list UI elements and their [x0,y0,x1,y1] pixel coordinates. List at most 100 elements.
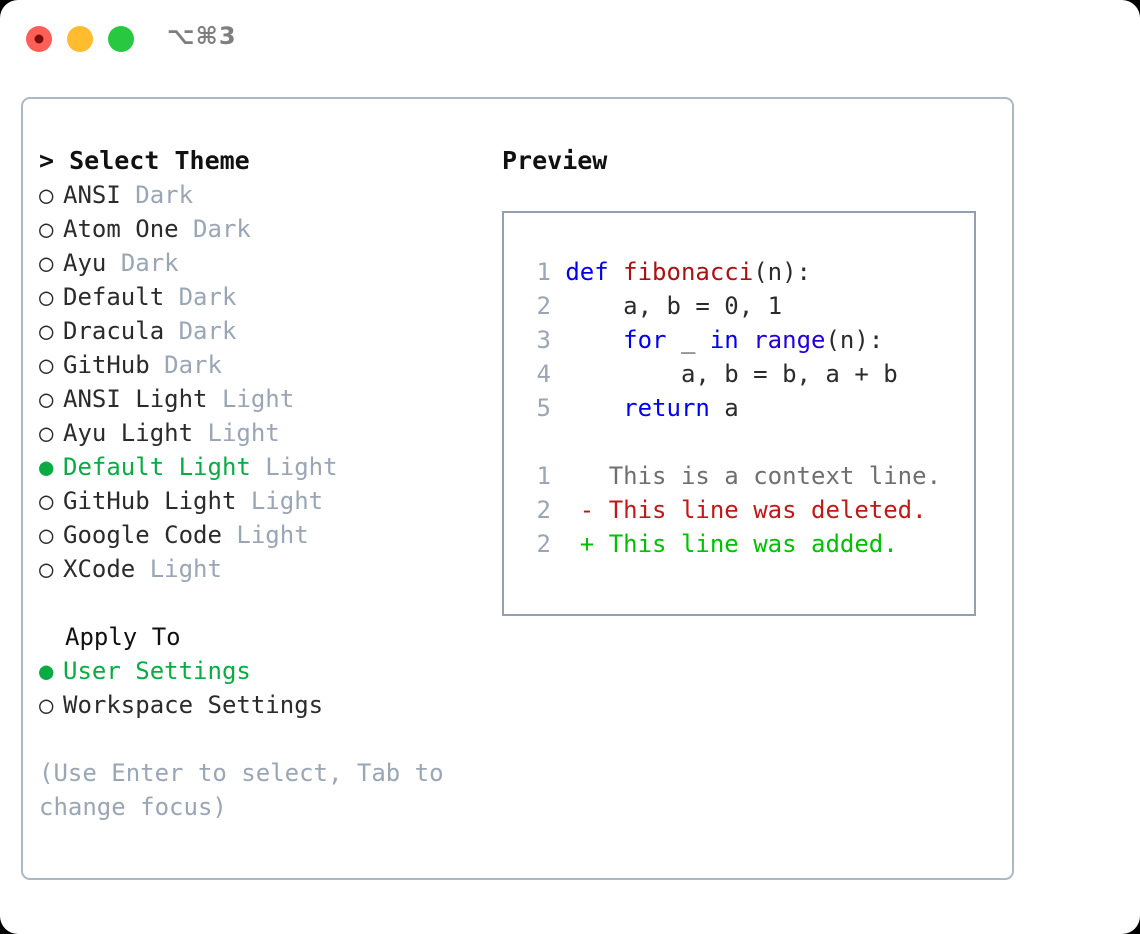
gutter-gap [551,394,565,422]
theme-option-tag: Dark [164,351,222,379]
code-token: a, b = b, a + b [565,360,898,388]
theme-option-label: Ayu [63,249,107,277]
theme-option-tag: Dark [178,317,237,345]
code-line-number: 2 [536,292,551,320]
label-tag-separator [164,317,178,345]
theme-option-label: Ayu Light [63,419,194,447]
code-diff-gap [522,425,974,459]
code-token: fibonacci [623,258,754,286]
apply-to-option-label: User Settings [63,657,251,685]
diff-line: 2 - This line was deleted. [522,493,974,527]
apply-to-list: ● User Settings ○Workspace Settings [39,654,489,722]
theme-option-google-code[interactable]: ○Google Code Light [39,518,489,552]
code-token: in [709,326,739,354]
theme-option-tag: Dark [193,215,251,243]
radio-unselected-icon: ○ [39,283,54,311]
code-token: a [709,394,739,422]
theme-option-label: GitHub [63,351,150,379]
theme-option-tag: Light [221,385,295,413]
label-tag-separator [135,555,149,583]
code-line: 5 return a [522,391,974,425]
theme-option-tag: Light [207,419,280,447]
code-line-number: 3 [536,326,551,354]
diff-text: This is a context line. [594,462,942,490]
theme-option-ayu-light[interactable]: ○Ayu Light Light [39,416,489,450]
theme-option-github[interactable]: ○GitHub Dark [39,348,489,382]
theme-option-tag: Light [149,555,222,583]
diff-marker: + [579,530,595,558]
code-token: def [565,258,624,286]
code-token: (n): [825,326,884,354]
theme-option-dracula[interactable]: ○ Dracula Dark [39,314,489,348]
apply-to-option-label: Workspace Settings [63,691,324,719]
theme-option-label: Default [63,283,165,311]
theme-option-tag: Light [236,521,309,549]
hint-line-1: (Use Enter to select, Tab to [39,759,444,787]
label-tag-separator [193,419,207,447]
diff-line: 2 + This line was added. [522,527,974,561]
code-line-number: 1 [536,258,551,286]
label-tag-separator [164,283,178,311]
theme-option-xcode[interactable]: ○XCode Light [39,552,489,586]
gutter-gap [551,462,580,490]
apply-to-option-workspace-settings[interactable]: ○Workspace Settings [39,688,489,722]
theme-option-ayu[interactable]: ○Ayu Dark [39,246,489,280]
gutter-gap [551,360,565,388]
theme-option-tag: Dark [120,249,179,277]
maximize-button[interactable] [108,26,134,52]
theme-option-label: ANSI Light [63,385,208,413]
apply-to-option-user-settings[interactable]: ● User Settings [39,654,489,688]
label-tag-separator [208,385,222,413]
diff-line: 1 This is a context line. [522,459,974,493]
gutter-gap [551,326,565,354]
code-token: return [623,394,710,422]
title-bar: ⌥⌘3 [0,0,1140,78]
window-shortcut-label: ⌥⌘3 [167,22,237,50]
theme-option-tag: Dark [135,181,194,209]
code-token: range [753,326,826,354]
close-button[interactable] [26,26,52,52]
theme-option-tag: Light [265,453,338,481]
radio-unselected-icon: ○ [39,317,54,345]
theme-option-ansi-light[interactable]: ○ANSI Light Light [39,382,489,416]
theme-option-github-light[interactable]: ○GitHub Light Light [39,484,489,518]
code-token [739,326,753,354]
select-theme-heading: > Select Theme [39,146,250,175]
label-tag-separator [121,181,135,209]
gutter-gap [551,292,565,320]
diff-sample: 1 This is a context line.2 - This line w… [522,459,974,561]
theme-picker-column: > Select Theme ○ANSI Dark○Atom One Dark○… [39,144,489,824]
diff-text: This line was added. [594,530,898,558]
gutter-gap [551,258,565,286]
theme-option-label: Atom One [63,215,179,243]
diff-marker [580,462,594,490]
theme-option-default-light[interactable]: ●Default Light Light [39,450,489,484]
hint-line-2: change focus) [39,793,227,821]
radio-selected-icon: ● [39,453,54,481]
code-line: 1 def fibonacci(n): [522,255,974,289]
label-tag-separator [106,249,120,277]
theme-option-label: ANSI [63,181,121,209]
diff-text: This line was deleted. [594,496,927,524]
label-tag-separator [251,453,265,481]
theme-option-tag: Light [250,487,324,515]
code-token: (n): [753,258,811,286]
label-tag-separator [150,351,164,379]
code-line: 3 for _ in range(n): [522,323,974,357]
list-spacer [39,586,489,620]
label-tag-separator [179,215,193,243]
radio-unselected-icon: ○ [39,521,54,549]
theme-option-default[interactable]: ○Default Dark [39,280,489,314]
theme-option-atom-one[interactable]: ○Atom One Dark [39,212,489,246]
theme-option-ansi[interactable]: ○ANSI Dark [39,178,489,212]
diff-marker: - [579,496,595,524]
minimize-button[interactable] [67,26,93,52]
theme-option-label: Dracula [63,317,165,345]
apply-to-heading: Apply To [65,623,181,651]
theme-list: ○ANSI Dark○Atom One Dark○Ayu Dark○Defaul… [39,178,489,586]
hint-spacer [39,722,489,756]
traffic-lights [26,26,134,52]
radio-selected-icon: ● [39,657,54,685]
